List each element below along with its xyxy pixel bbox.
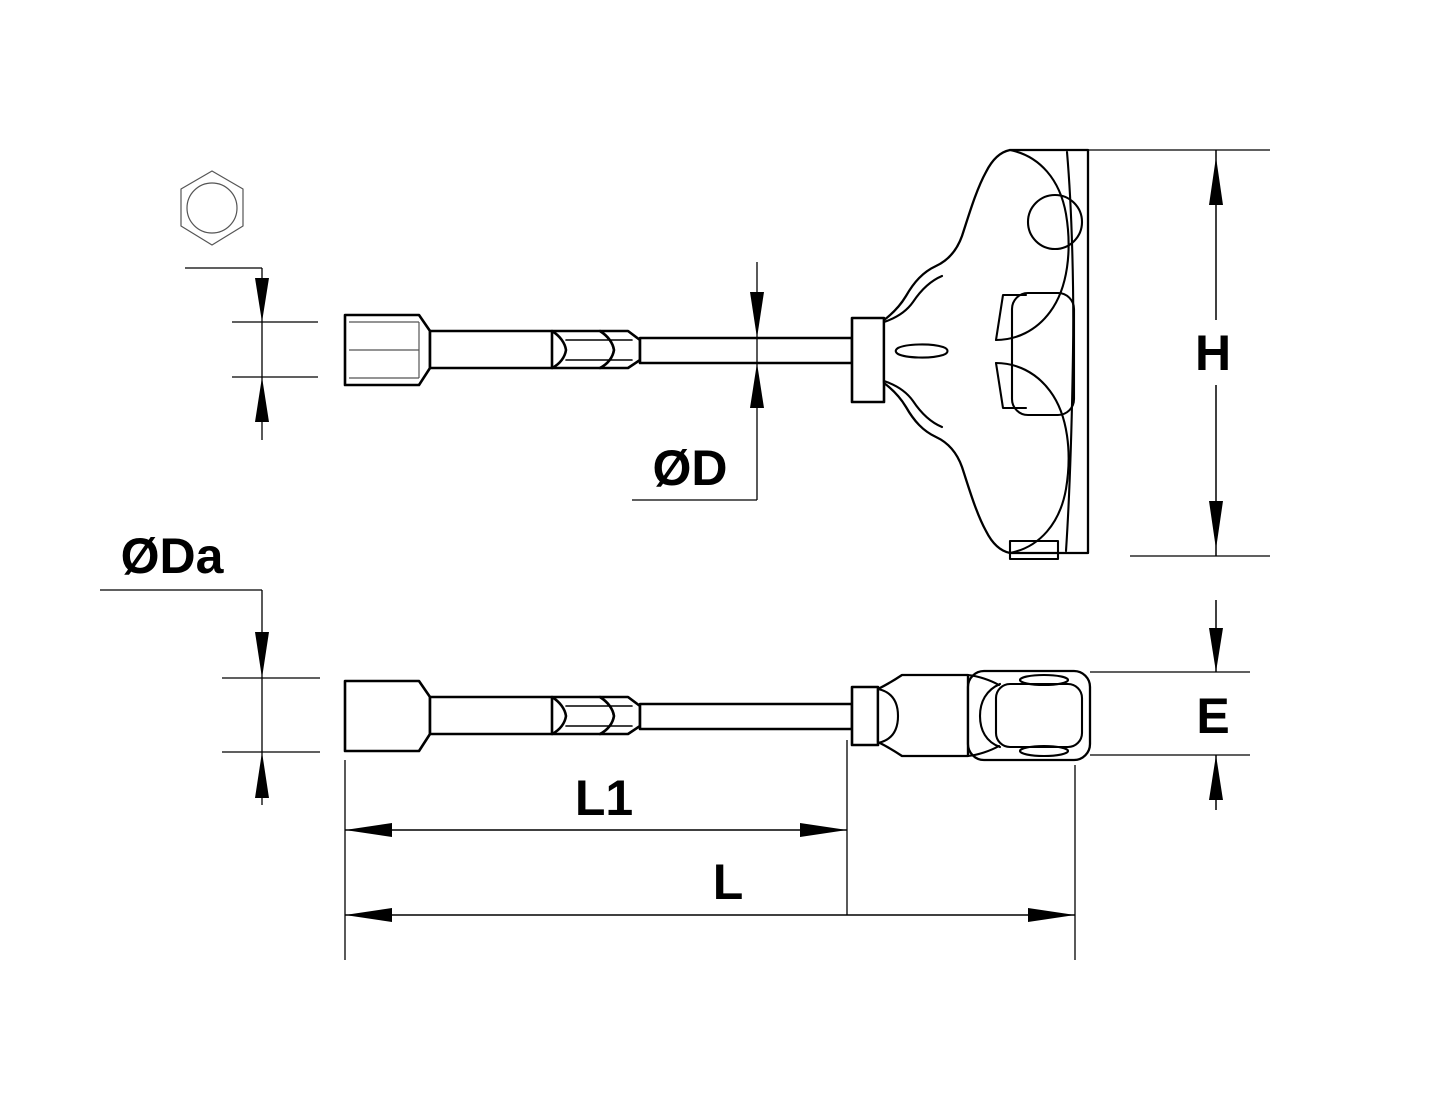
bottom-handle-wedge-upper <box>966 673 1001 687</box>
bottom-collar-nose <box>876 687 900 745</box>
top-handle-upper-lobe <box>994 148 1070 342</box>
l-arrow-right <box>1028 908 1075 922</box>
bottom-socket-body <box>343 679 432 753</box>
od-arrow-top <box>750 292 764 338</box>
bottom-handle-edge-body <box>876 673 970 758</box>
l1-arrow-right <box>800 823 847 837</box>
top-handle-ferrule <box>850 316 886 404</box>
top-shaft-body <box>638 336 854 365</box>
bottom-handle-wedge-lower <box>966 744 1001 758</box>
dimension-hex-across-flats: ØDa <box>100 528 320 805</box>
top-view <box>343 148 1090 561</box>
od-arrow-bottom <box>750 363 764 408</box>
bottom-knurl-section <box>550 695 616 736</box>
bottom-handle-insert-left-arc <box>978 682 1002 749</box>
dimension-shaft-diameter: ØD <box>632 262 764 501</box>
top-knurl-section <box>550 329 616 370</box>
od-label: ØD <box>653 440 728 496</box>
top-handle-neck-lower <box>882 379 944 429</box>
e-arrow-top <box>1209 628 1223 672</box>
h-arrow-top <box>1209 157 1223 205</box>
l1-arrow-left <box>345 823 392 837</box>
l-label: L <box>713 854 744 910</box>
hexagon-outline <box>180 170 244 246</box>
oda-label: ØDa <box>121 528 225 584</box>
l-arrow-left <box>345 908 392 922</box>
dimension-handle-height: H <box>1066 149 1270 557</box>
top-handle-neck-upper <box>882 274 944 324</box>
hex-detail-view <box>180 170 244 246</box>
dimension-handle-thickness: E <box>1090 600 1250 810</box>
bottom-handle-slot-upper <box>1018 673 1070 687</box>
bottom-shaft-body <box>638 702 854 731</box>
bottom-shank-body <box>428 695 554 736</box>
oda-arrow-bottom <box>255 752 269 798</box>
e-label: E <box>1196 688 1229 744</box>
bottom-handle-slot-lower <box>1018 744 1070 758</box>
top-handle-body <box>882 148 1090 555</box>
hexagon-bore-circle <box>186 182 238 234</box>
bottom-handle-collar <box>850 685 880 747</box>
socket-top-arrow-bottom <box>255 377 269 422</box>
top-handle-lower-lobe <box>994 361 1070 555</box>
socket-top-arrow-top <box>255 278 269 322</box>
dimension-socket-top <box>185 267 318 440</box>
e-arrow-bottom <box>1209 755 1223 800</box>
oda-arrow-top <box>255 632 269 678</box>
bottom-view <box>343 669 1092 762</box>
top-handle-tail-cap <box>1008 539 1060 561</box>
top-handle-lower-notch <box>994 361 1028 410</box>
h-label: H <box>1195 325 1231 381</box>
h-arrow-bottom <box>1209 501 1223 549</box>
dimension-overall-length: L <box>345 765 1076 960</box>
top-shank-body <box>428 329 554 370</box>
top-handle-grip-pad <box>1010 291 1076 417</box>
top-handle-neck-slot <box>894 343 949 359</box>
top-handle-hang-hole <box>1026 193 1084 251</box>
l1-label: L1 <box>575 770 633 826</box>
dimension-shaft-length: L1 <box>344 740 848 960</box>
